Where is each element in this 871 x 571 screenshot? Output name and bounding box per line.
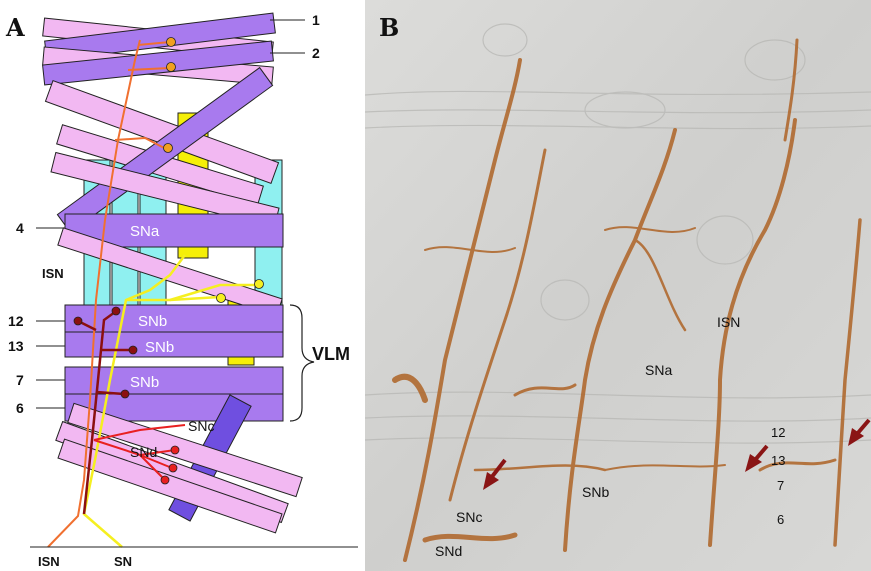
muscle-number-13: 13 bbox=[8, 338, 24, 354]
snc-label-b: SNc bbox=[456, 509, 482, 525]
muscle-13-label-b: 13 bbox=[771, 453, 785, 468]
dorsal-muscles bbox=[42, 12, 280, 234]
sna-label: SNa bbox=[130, 223, 160, 240]
snc-snd-nerve bbox=[93, 424, 186, 481]
vlm-label: VLM bbox=[312, 344, 350, 364]
muscle-12-label-b: 12 bbox=[771, 425, 785, 440]
isn-nerve bbox=[47, 39, 171, 548]
nerve-endings bbox=[73, 37, 264, 485]
isn-label-b: ISN bbox=[717, 314, 740, 330]
muscle-number-2: 2 bbox=[312, 45, 320, 61]
muscle-number-7: 7 bbox=[16, 372, 24, 388]
stained-nerves bbox=[392, 38, 862, 562]
arrow-snc bbox=[483, 458, 507, 490]
micrograph-background bbox=[365, 0, 871, 571]
snc-label: SNc bbox=[188, 418, 214, 434]
snb-label-2: SNb bbox=[145, 339, 174, 356]
snd-label: SNd bbox=[130, 444, 157, 460]
snd-label-b: SNd bbox=[435, 543, 462, 559]
muscle-number-leaders bbox=[36, 19, 305, 409]
muscle-number-1: 1 bbox=[312, 12, 320, 28]
muscle-number-6: 6 bbox=[16, 400, 24, 416]
vlm-bracket bbox=[289, 304, 315, 422]
snb-label-3: SNb bbox=[130, 374, 159, 391]
muscle-number-4: 4 bbox=[16, 220, 24, 236]
panel-a-schematic: A bbox=[5, 12, 358, 569]
snb-label-b: SNb bbox=[582, 484, 609, 500]
isn-side-label: ISN bbox=[42, 266, 64, 281]
panel-a-letter: A bbox=[5, 13, 25, 42]
sn-bottom-label: SN bbox=[114, 554, 132, 569]
panel-b-letter: B bbox=[379, 13, 399, 42]
arrow-right-edge bbox=[848, 418, 871, 446]
muscle-6-label-b: 6 bbox=[777, 512, 784, 527]
muscle-number-12: 12 bbox=[8, 313, 24, 329]
isn-bottom-label: ISN bbox=[38, 554, 60, 569]
sna-label-b: SNa bbox=[645, 362, 672, 378]
muscle-7-label-b: 7 bbox=[777, 478, 784, 493]
panel-b-micrograph: B ISN SNa SNb SNc SNd 12 13 7 6 bbox=[365, 0, 871, 571]
snb-label-1: SNb bbox=[138, 313, 167, 330]
arrow-snb-12-13 bbox=[745, 444, 769, 472]
